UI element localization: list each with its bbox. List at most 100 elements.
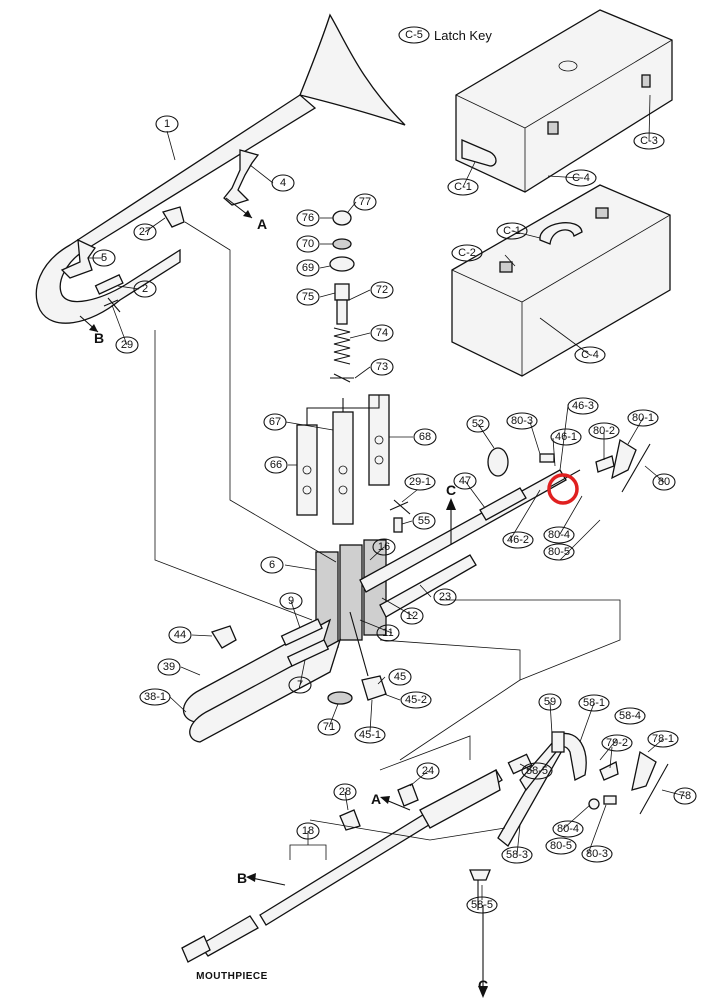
callout-c-4-bottom: C-4 <box>574 346 606 364</box>
callout-72: 72 <box>370 281 394 299</box>
ring-69 <box>329 256 355 272</box>
callout-80: 80 <box>652 473 676 491</box>
letter-b-bottom: B <box>237 870 247 886</box>
callout-80-1: 80-1 <box>627 409 659 427</box>
callout-38-1: 38-1 <box>139 688 171 706</box>
callout-52: 52 <box>466 415 490 433</box>
callout-58-3: 58-3 <box>501 846 533 864</box>
svg-text:74: 74 <box>376 327 388 339</box>
svg-text:58-4: 58-4 <box>619 710 641 722</box>
svg-text:C-2: C-2 <box>458 247 476 259</box>
lever-46-2 <box>547 469 581 489</box>
svg-text:52: 52 <box>472 418 484 430</box>
callout-group: 1 4 5 2 27 29 76 77 70 69 75 72 74 73 67… <box>92 115 697 914</box>
svg-text:5: 5 <box>101 252 107 264</box>
brace-44 <box>211 625 237 649</box>
tube-23 <box>379 554 477 618</box>
svg-text:C-4: C-4 <box>572 172 590 184</box>
svg-text:45: 45 <box>394 671 406 683</box>
spring-74 <box>333 327 351 365</box>
screw-55 <box>393 517 403 533</box>
part-78-1 <box>631 750 657 791</box>
callout-29-1: 29-1 <box>404 473 436 491</box>
leader-lines <box>88 94 686 900</box>
svg-text:78-1: 78-1 <box>652 733 674 745</box>
latch-key-text: Latch Key <box>434 28 492 43</box>
callout-79-2: 79-2 <box>601 734 633 752</box>
svg-text:46-2: 46-2 <box>507 534 529 546</box>
callout-80-3-top: 80-3 <box>506 412 538 430</box>
tube-16 <box>359 469 567 593</box>
callout-55: 55 <box>412 512 436 530</box>
svg-text:80-3: 80-3 <box>511 415 533 427</box>
callout-80-5-bottom: 80-5 <box>545 837 577 855</box>
svg-text:79-2: 79-2 <box>606 737 628 749</box>
svg-text:78: 78 <box>679 790 691 802</box>
callout-80-5-top: 80-5 <box>543 543 575 561</box>
guide-73 <box>330 373 354 383</box>
screw-29 <box>103 297 121 313</box>
case-closed-top <box>455 9 673 193</box>
screw-80-3a <box>539 453 555 463</box>
callout-46-1: 46-1 <box>550 428 582 446</box>
callout-75: 75 <box>296 288 320 306</box>
callout-18: 18 <box>296 822 320 840</box>
svg-text:71: 71 <box>323 721 335 733</box>
svg-text:38-1: 38-1 <box>144 691 166 703</box>
svg-text:45-1: 45-1 <box>359 729 381 741</box>
callout-78: 78 <box>673 787 697 805</box>
callout-45-2: 45-2 <box>400 691 432 709</box>
bracket-78 <box>639 763 669 815</box>
case-closed-bottom <box>451 184 671 377</box>
svg-text:24: 24 <box>422 765 434 777</box>
tube-59 <box>551 731 565 753</box>
svg-text:39: 39 <box>163 661 175 673</box>
letter-c-mid: C <box>446 482 456 498</box>
tube-7 <box>286 639 330 667</box>
callout-11: 11 <box>376 624 400 642</box>
callout-74: 74 <box>370 324 394 342</box>
callout-78-1: 78-1 <box>647 730 679 748</box>
callout-c-3: C-3 <box>633 132 665 150</box>
screw-29-1 <box>389 499 411 515</box>
callout-12: 12 <box>400 607 424 625</box>
callout-6: 6 <box>260 556 284 574</box>
callout-70: 70 <box>296 235 320 253</box>
svg-text:45-2: 45-2 <box>405 694 427 706</box>
nut-80-4b <box>588 798 600 810</box>
callout-39: 39 <box>157 658 181 676</box>
svg-text:66: 66 <box>270 459 282 471</box>
svg-text:80-2: 80-2 <box>593 425 615 437</box>
callout-4: 4 <box>271 174 295 192</box>
svg-text:27: 27 <box>139 226 151 238</box>
svg-text:9: 9 <box>288 595 294 607</box>
callout-76: 76 <box>296 209 320 227</box>
callout-80-3-bottom: 80-3 <box>581 845 613 863</box>
svg-text:28: 28 <box>339 786 351 798</box>
latch-key-legend: C-5 Latch Key <box>398 26 492 44</box>
callout-23: 23 <box>433 588 457 606</box>
svg-text:6: 6 <box>269 559 275 571</box>
callout-7: 7 <box>288 676 312 694</box>
svg-text:73: 73 <box>376 361 388 373</box>
svg-text:23: 23 <box>439 591 451 603</box>
svg-text:75: 75 <box>302 291 314 303</box>
callout-44: 44 <box>168 626 192 644</box>
svg-text:11: 11 <box>382 627 393 639</box>
cap-77 <box>332 210 352 226</box>
callout-80-4-top: 80-4 <box>543 526 575 544</box>
svg-text:77: 77 <box>359 196 371 208</box>
piston-66 <box>296 424 318 516</box>
tube-47 <box>479 487 527 521</box>
callout-24: 24 <box>416 762 440 780</box>
svg-text:70: 70 <box>302 238 314 250</box>
svg-text:16: 16 <box>378 541 390 553</box>
callout-1: 1 <box>155 115 179 133</box>
callout-58-1: 58-1 <box>578 694 610 712</box>
callout-71: 71 <box>317 718 341 736</box>
callout-46-3: 46-3 <box>567 397 599 415</box>
svg-text:58-5: 58-5 <box>471 899 493 911</box>
svg-text:2: 2 <box>142 283 148 295</box>
callout-2: 2 <box>133 280 157 298</box>
